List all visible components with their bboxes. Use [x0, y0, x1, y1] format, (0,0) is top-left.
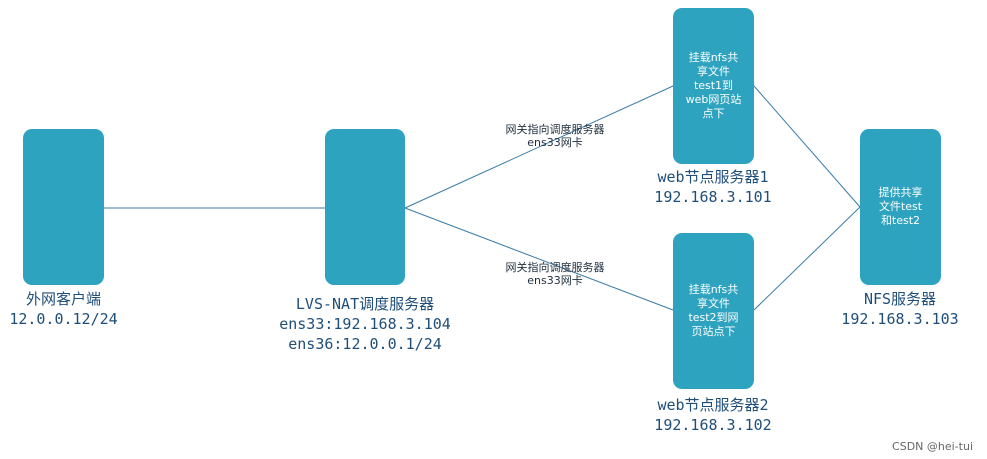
edge-label-lvs-web1-line1: 网关指向调度服务器	[505, 123, 605, 136]
edge-label-lvs-web2-line2: ens33网卡	[527, 274, 583, 287]
lvs-name: LVS-NAT调度服务器	[295, 295, 435, 313]
watermark: CSDN @hei-tui	[892, 440, 973, 453]
nfs-caption: NFS服务器 192.168.3.103	[830, 289, 970, 329]
edge-web1-nfs	[753, 85, 861, 208]
client-caption: 外网客户端 12.0.0.12/24	[0, 289, 127, 329]
lvs-node[interactable]	[325, 129, 405, 285]
lvs-ens33: ens33:192.168.3.104	[279, 315, 451, 333]
web1-name: web节点服务器1	[657, 168, 769, 186]
edge-label-lvs-web2-line1: 网关指向调度服务器	[505, 261, 605, 274]
nfs-node[interactable]: 提供共享 文件test 和test2	[860, 129, 941, 285]
web2-ip: 192.168.3.102	[654, 416, 772, 434]
lvs-caption: LVS-NAT调度服务器 ens33:192.168.3.104 ens36:1…	[265, 294, 465, 354]
edge-label-lvs-web1-line2: ens33网卡	[527, 136, 583, 149]
lvs-ens36: ens36:12.0.0.1/24	[288, 335, 442, 353]
edge-lvs-web1	[404, 85, 674, 209]
edge-label-lvs-web1: 网关指向调度服务器 ens33网卡	[490, 123, 620, 149]
web1-node[interactable]: 挂载nfs共 享文件 test1到 web网页站 点下	[673, 8, 754, 164]
client-name: 外网客户端	[25, 290, 101, 308]
web1-ip: 192.168.3.101	[654, 188, 772, 206]
web2-caption: web节点服务器2 192.168.3.102	[633, 395, 793, 435]
nfs-ip: 192.168.3.103	[841, 310, 959, 328]
edge-label-lvs-web2: 网关指向调度服务器 ens33网卡	[490, 261, 620, 287]
web1-caption: web节点服务器1 192.168.3.101	[633, 167, 793, 207]
web2-node[interactable]: 挂载nfs共 享文件 test2到网 页站点下	[673, 233, 754, 389]
nfs-name: NFS服务器	[863, 290, 937, 308]
edge-web2-nfs	[753, 206, 861, 311]
edge-lvs-web2	[404, 207, 674, 311]
client-node[interactable]	[23, 129, 104, 285]
client-ip: 12.0.0.12/24	[9, 310, 118, 328]
web2-name: web节点服务器2	[657, 396, 769, 414]
